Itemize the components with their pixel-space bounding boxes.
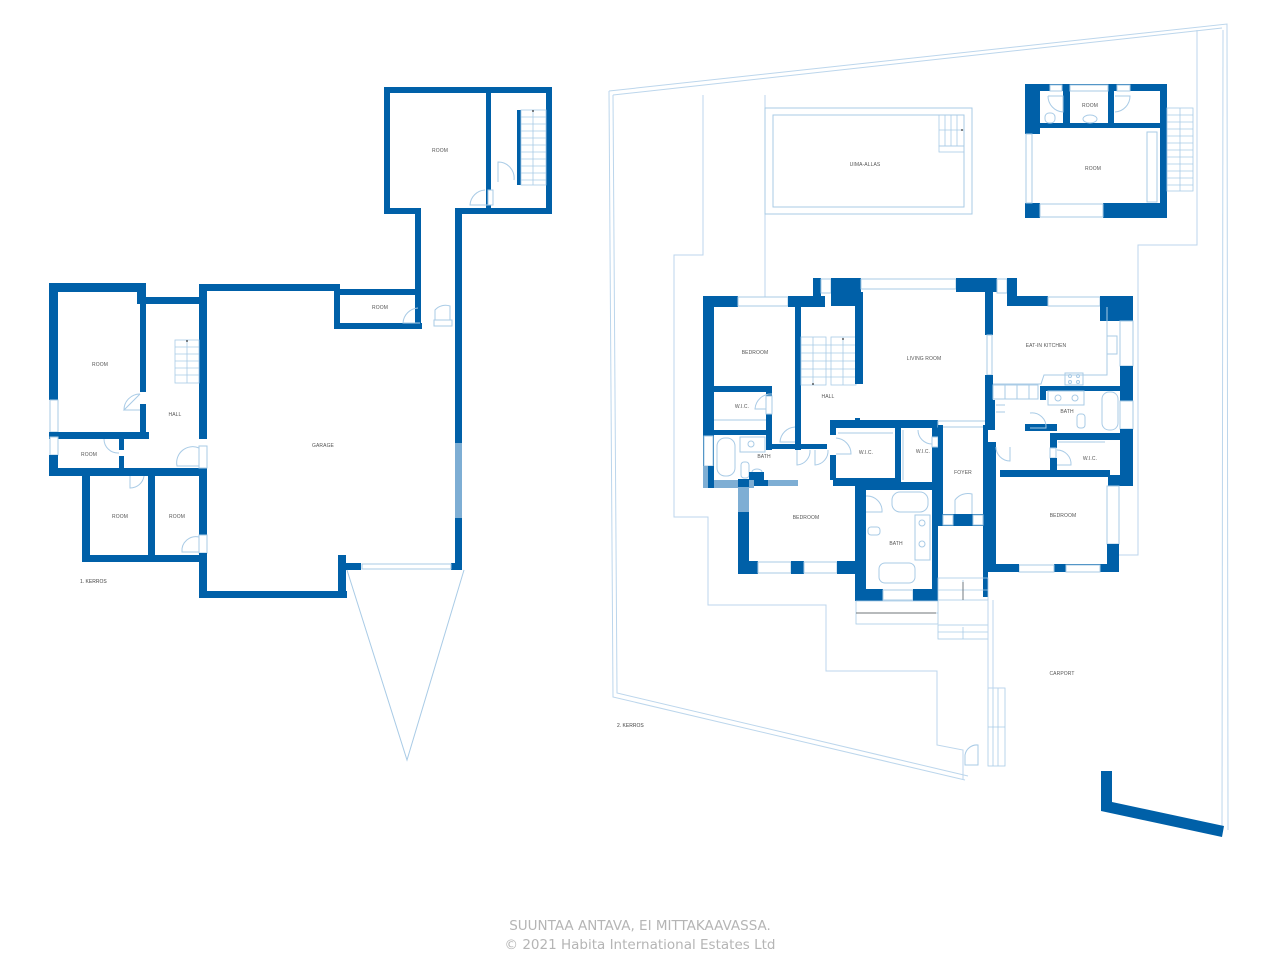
room-label-bedroom: BEDROOM (793, 515, 820, 521)
room-label-uima-allas: UIMA-ALLAS (850, 162, 881, 168)
floor-2 (608, 23, 1229, 837)
room-label-w-i-c-: W.I.C. (735, 404, 749, 410)
room-label-hall: HALL (169, 412, 182, 418)
room-label-hall: HALL (822, 394, 835, 400)
room-label-living-room: LIVING ROOM (907, 356, 941, 362)
room-label-room: ROOM (1085, 166, 1101, 172)
room-label-bedroom: BEDROOM (742, 350, 769, 356)
room-label-room: ROOM (372, 305, 388, 311)
floor-2-label: 2. KERROS (617, 723, 644, 729)
room-label-room: ROOM (1082, 103, 1098, 109)
floor-1 (49, 87, 552, 762)
room-label-room: ROOM (432, 148, 448, 154)
room-label-w-i-c-: W.I.C. (916, 449, 930, 455)
floor-1-label: 1. KERROS (80, 579, 107, 585)
room-label-w-i-c-: W.I.C. (1083, 456, 1097, 462)
room-labels: ROOM ROOM ROOM HALL ROOM GARAGE ROOM ROOM UIMA-A… (81, 103, 1101, 677)
disclaimer-text: SUUNTAA ANTAVA, EI MITTAKAAVASSA. (509, 918, 771, 934)
footer: SUUNTAA ANTAVA, EI MITTAKAAVASSA. © 2021… (0, 917, 1280, 955)
room-label-carport: CARPORT (1049, 671, 1074, 677)
room-label-room: ROOM (81, 452, 97, 458)
room-label-w-i-c-: W.I.C. (859, 450, 873, 456)
room-label-room: ROOM (169, 514, 185, 520)
room-label-bath: BATH (1060, 409, 1074, 415)
room-label-garage: GARAGE (312, 443, 335, 449)
room-label-room: ROOM (112, 514, 128, 520)
room-label-bedroom: BEDROOM (1050, 513, 1077, 519)
room-label-eat-in-kitchen: EAT-IN KITCHEN (1026, 343, 1067, 349)
room-label-bath: BATH (889, 541, 903, 547)
room-label-room: ROOM (92, 362, 108, 368)
copyright-text: © 2021 Habita International Estates Ltd (504, 937, 776, 953)
room-label-bath: BATH (757, 454, 771, 460)
room-label-foyer: FOYER (954, 470, 972, 476)
